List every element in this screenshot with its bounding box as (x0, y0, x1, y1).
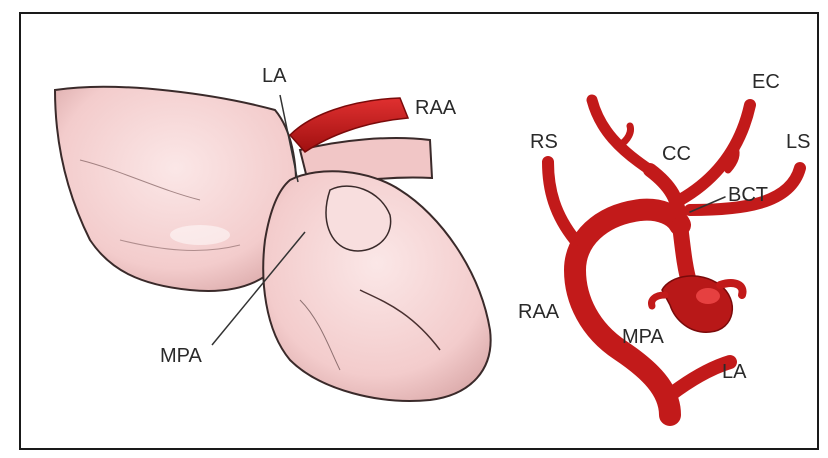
label-mpa-right: MPA (622, 326, 665, 348)
label-rs: RS (530, 131, 558, 153)
vessel-raa-loop (575, 210, 680, 415)
label-la-left: LA (262, 65, 287, 87)
heart-illustration: LA RAA MPA (55, 65, 491, 401)
label-raa-right: RAA (518, 301, 560, 323)
arch-schematic: EC RS CC LS BCT RAA MPA LA (518, 71, 810, 415)
label-bct: BCT (728, 184, 768, 206)
label-la-right: LA (722, 361, 747, 383)
lung-shape (55, 87, 296, 291)
label-ec: EC (752, 71, 780, 93)
vessel-rs (548, 162, 575, 240)
label-raa-left: RAA (415, 97, 457, 119)
label-cc: CC (662, 143, 691, 165)
label-mpa-left: MPA (160, 345, 203, 367)
label-ls: LS (786, 131, 810, 153)
vessel-la-branch (670, 362, 730, 395)
